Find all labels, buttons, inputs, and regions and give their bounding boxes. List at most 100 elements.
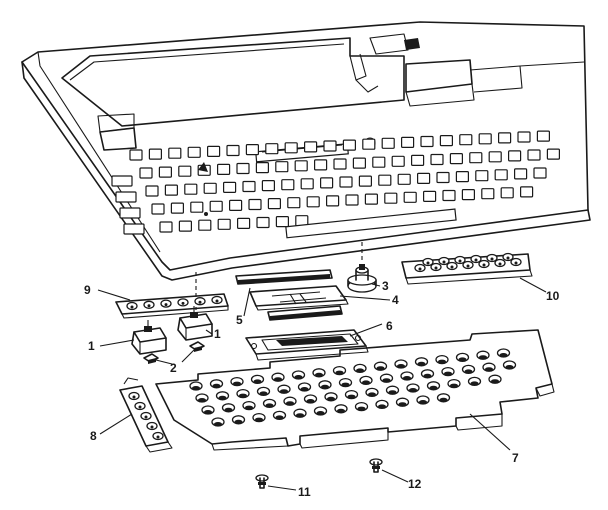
part-9-key-strip <box>115 293 229 319</box>
keyboard-key <box>320 177 334 189</box>
keyboard-key <box>256 216 270 229</box>
mat-key-dome-shadow <box>259 391 268 396</box>
board-8-nub-center <box>132 395 136 399</box>
mat-key-dome-shadow <box>491 379 499 384</box>
mat-key-dome-shadow <box>337 408 345 413</box>
mat-key-dome-shadow <box>357 406 366 411</box>
strip-9-nub-center <box>215 299 219 303</box>
strip-10-nub-center <box>426 261 430 265</box>
keyboard-key <box>333 158 347 170</box>
keyboard-key <box>115 191 137 203</box>
keyboard-key <box>498 132 512 144</box>
mat-key-dome-shadow <box>233 381 241 386</box>
keyboard-key <box>364 193 378 205</box>
mat-key-dome-shadow <box>444 371 452 376</box>
keyboard-key <box>513 168 528 180</box>
keyboard-key <box>168 147 182 159</box>
keyboard-key <box>217 218 231 230</box>
mat-key-dome-shadow <box>439 397 448 402</box>
mat-key-dome-shadow <box>212 383 221 388</box>
keyboard-key <box>159 221 173 233</box>
mat-key-dome-shadow <box>458 357 467 362</box>
keyboard-key <box>203 182 217 194</box>
part-5-strip <box>235 269 333 285</box>
mat-key-dome-shadow <box>265 403 274 408</box>
mat-key-dome-shadow <box>234 419 243 424</box>
mat-key-dome-shadow <box>347 394 356 399</box>
mat-key-dome-shadow <box>286 401 294 406</box>
keyboard-key <box>397 173 411 185</box>
keyboard-key <box>436 171 450 184</box>
keyboard-key <box>267 198 281 210</box>
mat-key-dome-shadow <box>397 364 405 368</box>
mat-key-dome-shadow <box>419 400 427 404</box>
keyboard-key <box>459 134 473 146</box>
mat-key-dome-shadow <box>429 385 438 390</box>
keyboard-key <box>442 189 456 202</box>
keyboard-key <box>217 163 231 175</box>
keyboard-key <box>500 187 514 199</box>
mat-key-dome-shadow <box>274 377 282 382</box>
keyboard-key <box>517 131 531 143</box>
keyboard-key <box>284 142 298 154</box>
keyboard-key <box>223 181 237 193</box>
keyboard-key <box>481 188 495 200</box>
part-4-display-glass <box>249 285 349 311</box>
strip-10-nub-center <box>466 264 470 268</box>
callout-4: 4 <box>392 293 399 307</box>
mat-key-dome-shadow <box>485 367 493 372</box>
keyboard-key <box>430 153 444 166</box>
keyboard-key <box>248 198 262 211</box>
keyboard-key <box>187 146 201 158</box>
mat-key-dome-shadow <box>376 366 385 371</box>
mat-key-dome-shadow <box>398 402 407 407</box>
keyboard-key <box>287 197 301 209</box>
mat-key-dome-shadow <box>316 411 325 415</box>
keyboard-key <box>508 150 522 162</box>
callout-7: 7 <box>512 451 519 465</box>
keyboard-key <box>411 154 425 166</box>
strip-10-nub-center <box>418 267 422 271</box>
keyboard-key <box>478 133 492 145</box>
mat-key-dome-shadow <box>239 393 247 398</box>
mat-key-dome-shadow <box>214 422 222 426</box>
strip-10-nub-center <box>482 263 486 267</box>
mat-key-dome-shadow <box>321 384 329 389</box>
mat-key-dome-shadow <box>296 413 304 418</box>
mat-key-dome-shadow <box>438 359 446 364</box>
keyboard-key <box>381 137 395 149</box>
keyboard-key <box>326 195 340 207</box>
mat-key-dome-shadow <box>450 383 458 388</box>
keyboard-key <box>229 199 243 211</box>
keyboard-key <box>148 148 162 160</box>
mat-key-dome-shadow <box>470 381 479 386</box>
strip-9-nub-center <box>164 303 168 307</box>
mat-key-dome-shadow <box>192 386 200 390</box>
callout-5: 5 <box>236 313 243 327</box>
strip-10-nub-center <box>498 262 502 266</box>
strip-10-nub-center <box>514 261 518 265</box>
strip-9-nub-center <box>181 301 185 305</box>
space-bar <box>285 208 457 239</box>
keyboard-key <box>158 166 172 178</box>
board-8-nub-center <box>144 415 148 419</box>
keyboard-key <box>129 149 143 161</box>
mat-key-dome-shadow <box>198 398 206 402</box>
keyboard-key <box>281 179 295 191</box>
mat-key-dome-shadow <box>382 378 391 383</box>
strip-9-nub-center <box>147 304 151 308</box>
part-8-small-board <box>119 377 173 453</box>
keyboard-key <box>119 207 141 219</box>
keyboard-key <box>384 192 398 204</box>
mat-key-dome-shadow <box>280 389 288 394</box>
mat-key-dome-shadow <box>306 399 315 403</box>
keyboard-key <box>275 216 289 228</box>
keyboard-key <box>255 162 269 174</box>
mat-key-dome-shadow <box>417 361 426 366</box>
strip-10-nub-center <box>506 256 510 260</box>
part-7-key-mat <box>155 329 555 451</box>
strip-10-nub-center <box>474 258 478 262</box>
mat-key-dome-shadow <box>356 368 364 373</box>
board-8-nub-center <box>138 405 142 409</box>
